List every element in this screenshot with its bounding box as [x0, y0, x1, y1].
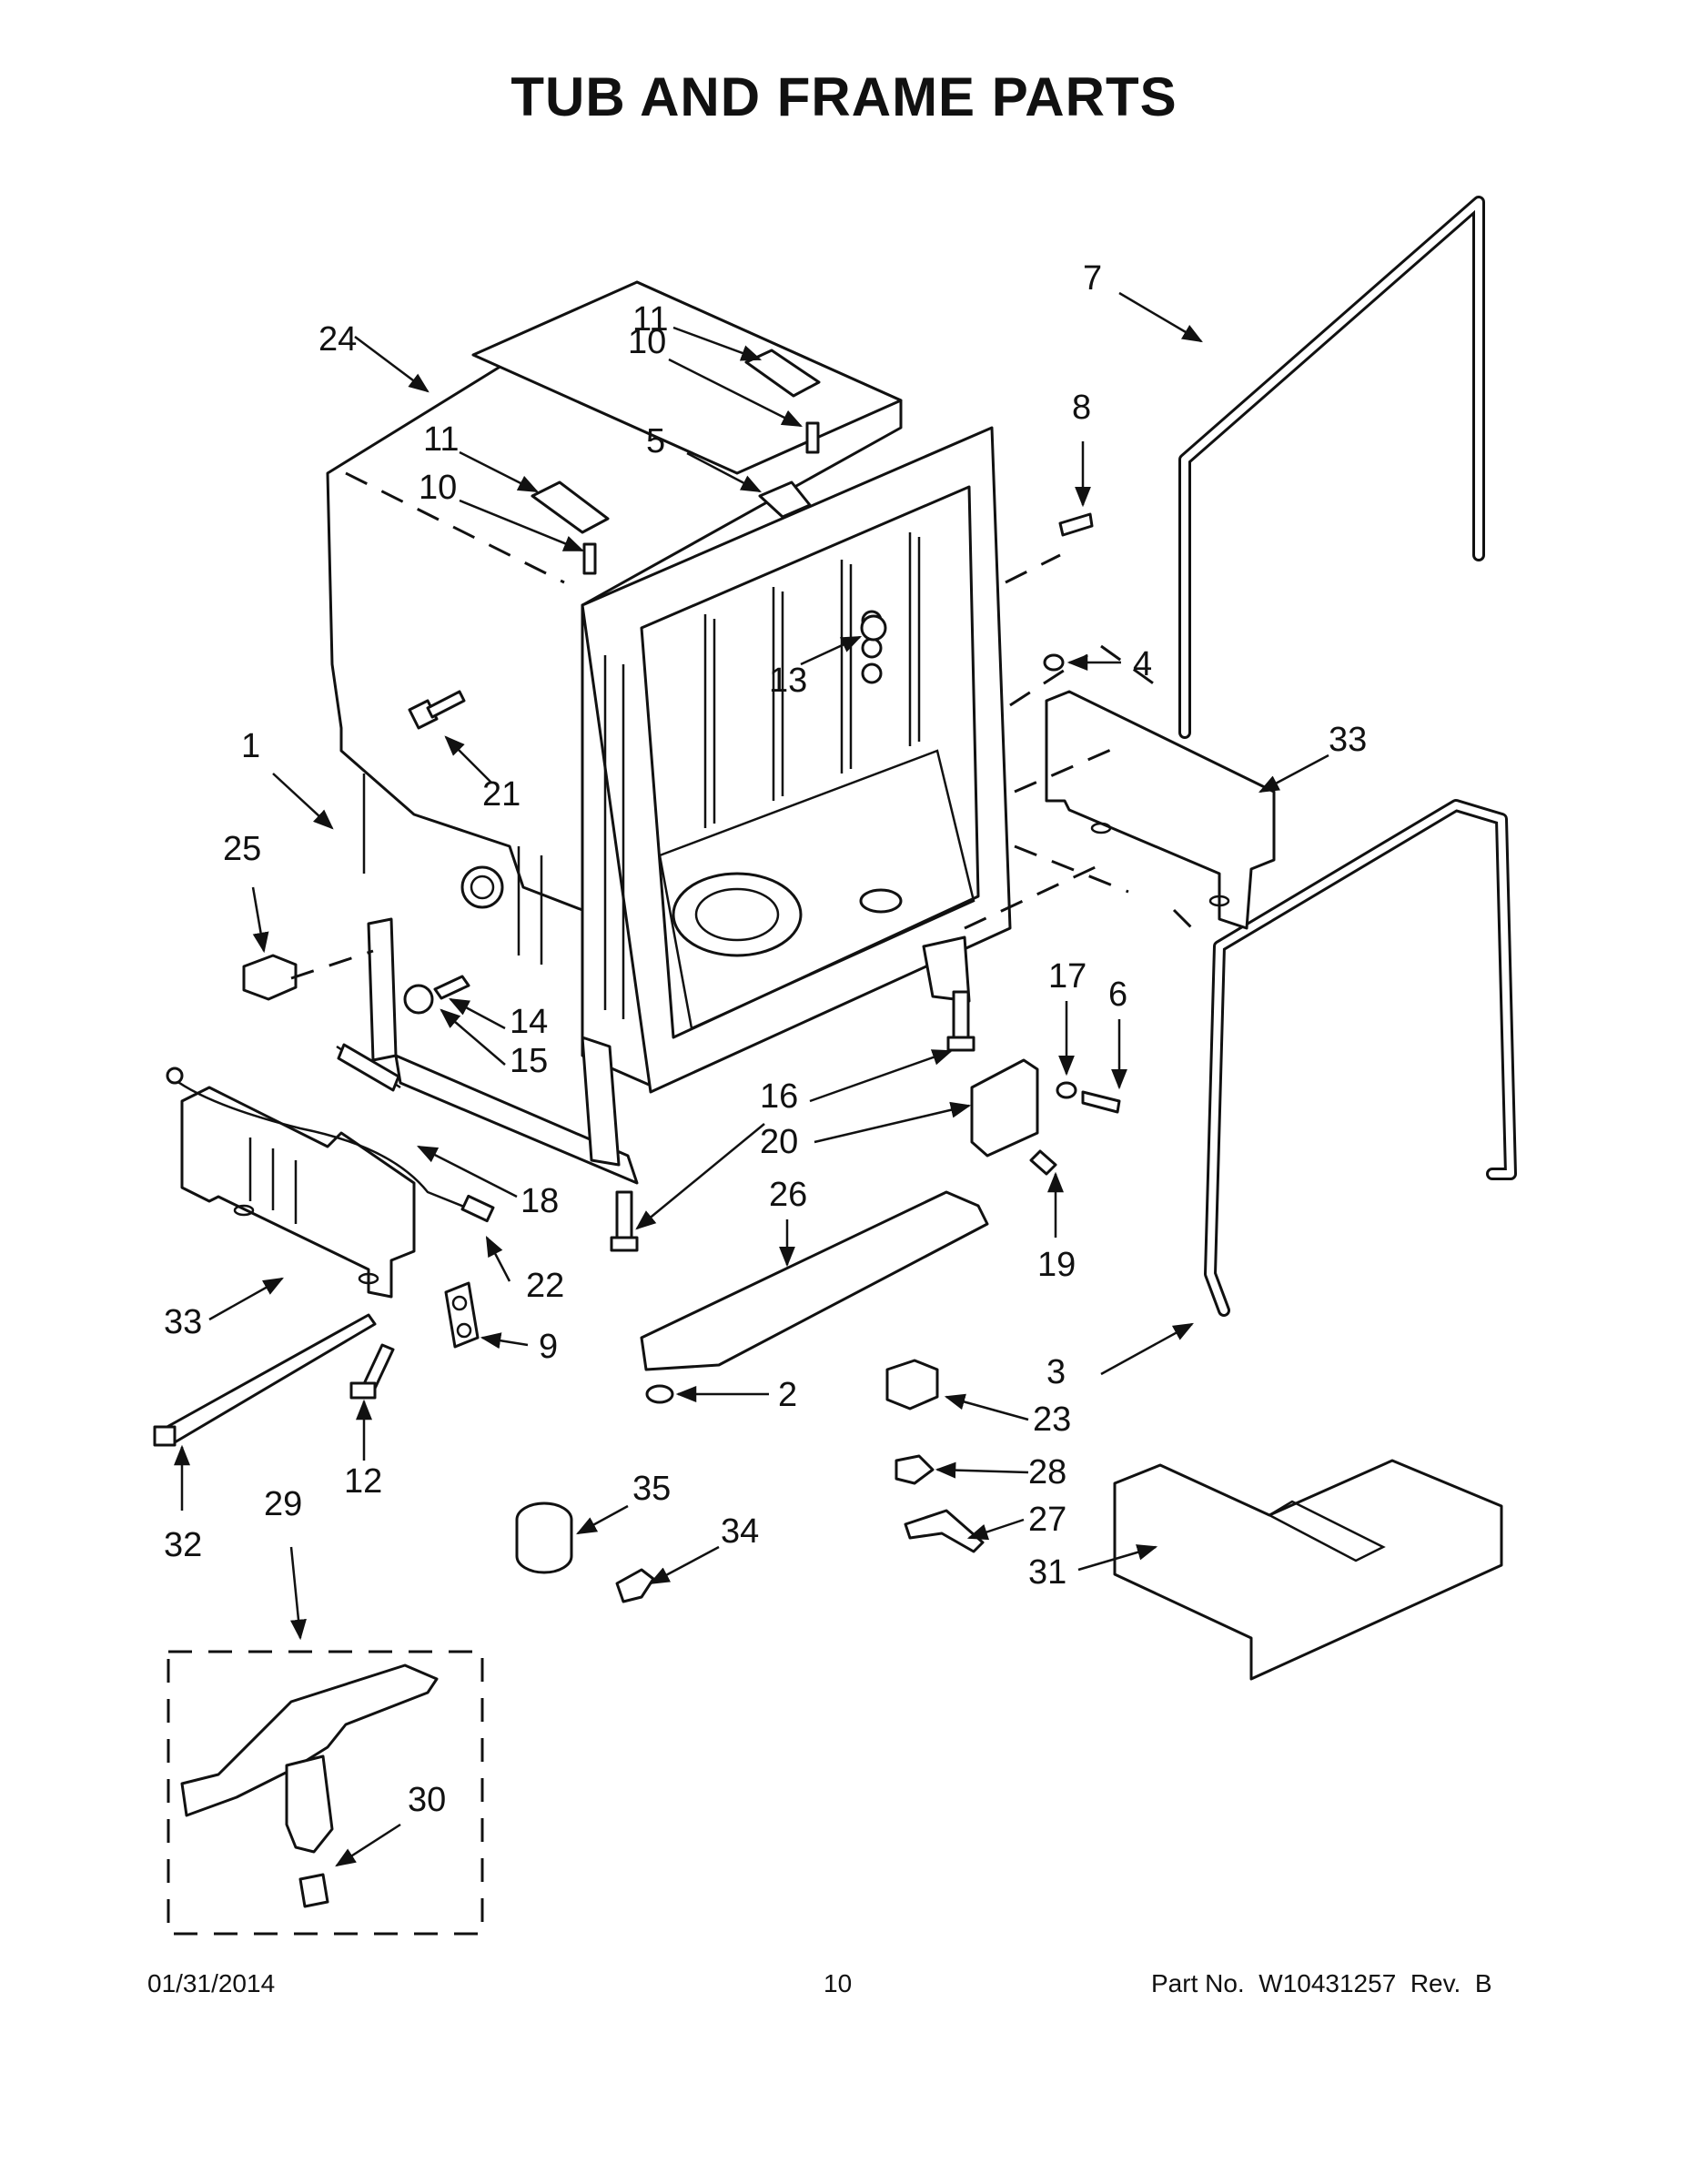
callout-23: 21	[482, 775, 521, 814]
tub-gasket-part-3	[1204, 799, 1517, 1317]
base-plate-part-31	[1113, 1459, 1503, 1681]
callout-27: 25	[223, 830, 261, 868]
callout-32: 32	[164, 1526, 202, 1564]
callout-29: 29	[264, 1485, 302, 1523]
leader-arrows	[174, 291, 1329, 1867]
callout-6: 6	[1108, 976, 1127, 1014]
callout-10-top: 10	[628, 323, 666, 361]
callout-7: 7	[1083, 259, 1102, 298]
callout-19: 19	[1037, 1246, 1076, 1284]
callout-10-left: 10	[419, 469, 457, 507]
callout-35: 35	[632, 1470, 671, 1508]
callout-13: 13	[769, 662, 807, 700]
page-title: TUB AND FRAME PARTS	[510, 66, 1178, 127]
callout-21: 22	[526, 1267, 564, 1305]
callout-14: 14	[510, 1003, 548, 1041]
door-gasket-part-7	[1178, 196, 1485, 739]
callout-labels: 24 11 10 11 10 5 7 8 4 13 33 1 21 25 14 …	[164, 259, 1367, 1819]
callout-15: 15	[510, 1042, 548, 1080]
tie-strap-part-32	[153, 1313, 377, 1447]
insulation-panel-left-part-33	[180, 1086, 416, 1299]
callout-18: 18	[521, 1182, 559, 1220]
callout-12: 12	[344, 1462, 382, 1501]
reference-lines	[290, 471, 1203, 980]
callout-31: 31	[1028, 1553, 1066, 1592]
callout-22: 23	[1033, 1400, 1071, 1439]
small-parts	[242, 349, 1121, 1603]
wire-harness-part-21	[166, 1067, 495, 1223]
callout-9: 9	[539, 1328, 558, 1366]
callout-5: 5	[646, 422, 665, 460]
detail-box-part-29	[167, 1650, 484, 1936]
callout-33-right: 33	[1329, 721, 1367, 759]
callout-17: 17	[1048, 957, 1087, 996]
callout-8: 8	[1072, 389, 1091, 427]
tub-assembly	[326, 280, 1012, 1185]
callout-20: 20	[760, 1123, 798, 1161]
callout-2: 2	[778, 1376, 797, 1414]
callout-4: 4	[1133, 645, 1152, 683]
callout-30: 30	[408, 1781, 446, 1819]
spring-part-18	[336, 1043, 401, 1092]
callout-1: 1	[241, 727, 260, 765]
callout-3: 3	[1046, 1353, 1066, 1391]
callout-33-left: 33	[164, 1303, 202, 1341]
callout-11-top: 11	[632, 300, 668, 339]
callout-24: 24	[318, 320, 357, 359]
callout-25: 27	[1028, 1501, 1066, 1539]
callout-16: 16	[760, 1077, 798, 1116]
footer-date: 01/31/2014	[147, 1969, 276, 1997]
footer-page-number: 10	[824, 1969, 853, 1997]
callout-28: 26	[769, 1176, 807, 1214]
callout-26: 28	[1028, 1453, 1066, 1491]
insulation-panel-right-part-33	[1045, 690, 1276, 930]
footer-part-number: Part No. W10431257 Rev. B	[1151, 1969, 1492, 1997]
callout-11-left: 11	[423, 420, 459, 459]
callout-34: 34	[721, 1512, 759, 1551]
bottom-shield-part-28	[640, 1190, 989, 1371]
